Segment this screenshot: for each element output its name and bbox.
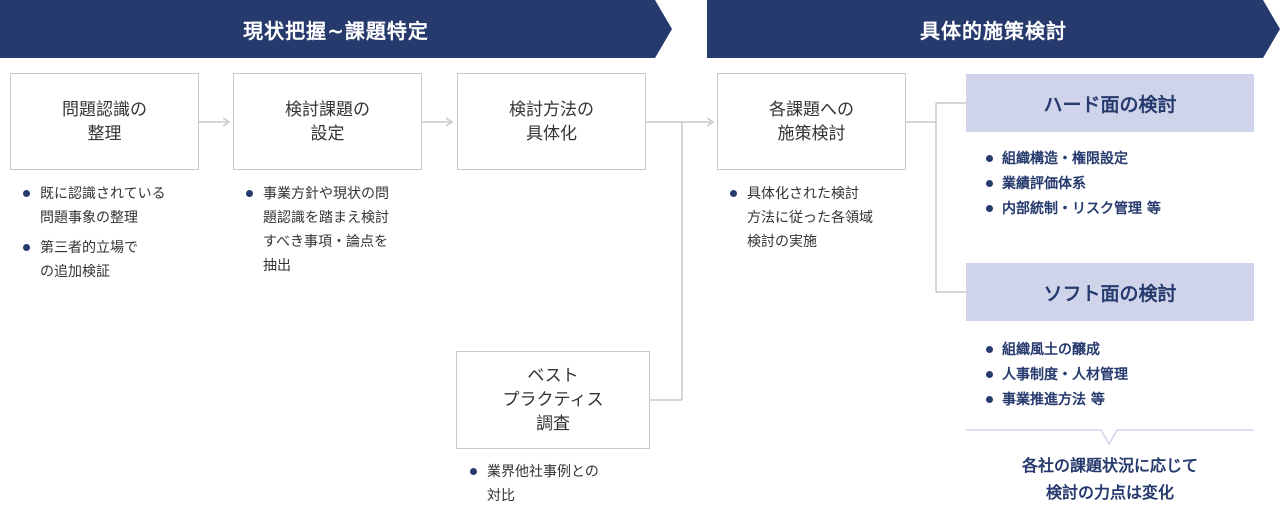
step-label-issue-setting: 検討課題の 設定 (285, 99, 370, 144)
hard-aspect-title: ハード面の検討 (1043, 93, 1177, 116)
bullets-issue-setting: 事業方針や現状の問 題認識を踏まえ検討 すべき事項・論点を 抽出 (243, 182, 423, 284)
phase-banner-measures: 具体的施策検討 (707, 0, 1280, 58)
phase-banner-current-state-label: 現状把握~課題特定 (243, 18, 429, 43)
arrowhead-1-2 (222, 117, 231, 127)
bullets-measures: 具体化された検討 方法に従った各領域 検討の実施 (727, 182, 907, 260)
bullets-problem-recognition: 既に認識されている 問題事象の整理 第三者的立場で の追加検証 (20, 182, 200, 290)
bullet-item: 事業方針や現状の問 題認識を踏まえ検討 すべき事項・論点を 抽出 (243, 182, 423, 278)
hard-aspect-item: 業績評価体系 (986, 173, 1161, 195)
conclusion-pointer (966, 429, 1254, 446)
step-box-issue-setting: 検討課題の 設定 (233, 73, 422, 170)
soft-aspect-item: 事業推進方法 等 (986, 389, 1128, 411)
arrowhead-2-3 (445, 117, 454, 127)
soft-aspect-list: 組織風土の醸成 人事制度・人材管理 事業推進方法 等 (986, 339, 1128, 414)
soft-aspect-item: 人事制度・人材管理 (986, 364, 1128, 386)
bullet-item: 既に認識されている 問題事象の整理 (20, 182, 200, 230)
step-box-measures: 各課題への 施策検討 (717, 73, 906, 170)
soft-aspect-header: ソフト面の検討 (966, 263, 1254, 321)
hard-aspect-item: 内部統制・リスク管理 等 (986, 198, 1161, 220)
step-label-method-specification: 検討方法の 具体化 (509, 99, 594, 144)
soft-aspect-item: 組織風土の醸成 (986, 339, 1128, 361)
step-box-best-practice: ベスト プラクティス 調査 (456, 351, 650, 449)
step-box-method-specification: 検討方法の 具体化 (457, 73, 646, 170)
soft-aspect-title: ソフト面の検討 (1043, 282, 1177, 305)
arrowhead-3-5 (706, 117, 715, 127)
hard-aspect-header: ハード面の検討 (966, 74, 1254, 132)
bullets-best-practice: 業界他社事例との 対比 (467, 460, 647, 514)
step-label-best-practice: ベスト プラクティス 調査 (502, 366, 604, 434)
bullet-item: 具体化された検討 方法に従った各領域 検討の実施 (727, 182, 907, 254)
step-label-measures: 各課題への 施策検討 (769, 99, 854, 144)
step-box-problem-recognition: 問題認識の 整理 (10, 73, 199, 170)
conclusion-text: 各社の課題状況に応じて 検討の力点は変化 (1021, 456, 1198, 502)
step-label-problem-recognition: 問題認識の 整理 (62, 99, 147, 144)
phase-banner-current-state: 現状把握~課題特定 (0, 0, 672, 58)
hard-aspect-item: 組織構造・権限設定 (986, 148, 1161, 170)
hard-aspect-list: 組織構造・権限設定 業績評価体系 内部統制・リスク管理 等 (986, 148, 1161, 223)
bullet-item: 業界他社事例との 対比 (467, 460, 647, 508)
bullet-item: 第三者的立場で の追加検証 (20, 236, 200, 284)
phase-banner-measures-label: 具体的施策検討 (920, 18, 1067, 43)
